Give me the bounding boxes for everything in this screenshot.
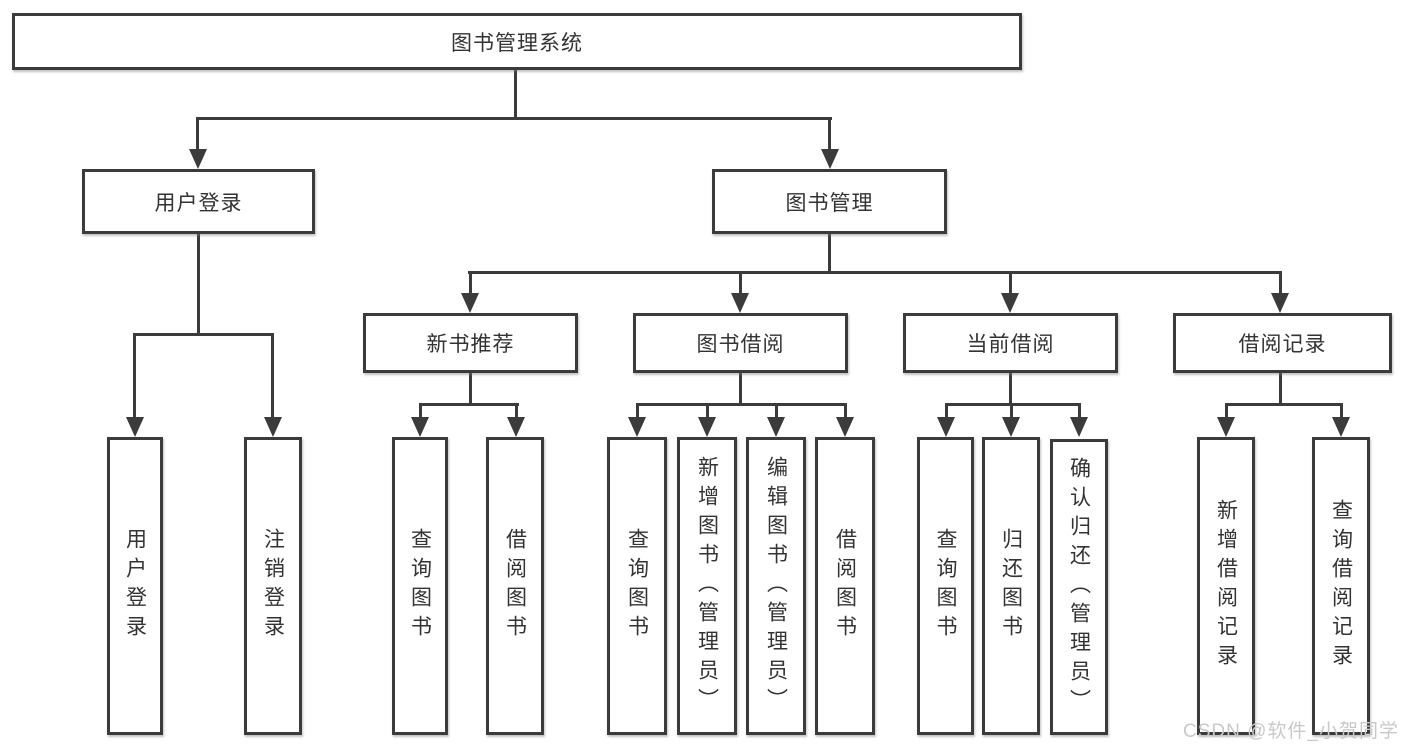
connector-drop-borrowing-records <box>1279 271 1282 297</box>
node-label: 当前借阅 <box>966 333 1055 356</box>
leaf-label: 新增图书（管理员） <box>695 455 719 717</box>
arrowhead-icon <box>821 149 839 169</box>
leaf-edit-book-admin: 编辑图书（管理员） <box>746 437 806 735</box>
arrowhead-icon <box>1271 293 1289 313</box>
leaf-label: 新增借阅记录 <box>1214 499 1238 673</box>
leaf-label: 确认归还（管理员） <box>1067 456 1091 718</box>
connector-user-login-trunk <box>197 234 200 335</box>
arrowhead-icon <box>698 417 716 437</box>
node-book-management: 图书管理 <box>712 169 947 234</box>
arrowhead-icon <box>937 417 955 437</box>
leaf-label: 用户登录 <box>123 528 147 644</box>
connector-root-split-bar <box>196 117 832 120</box>
leaf-borrow-books-recommend: 借阅图书 <box>486 437 544 735</box>
connector-drop-leaf <box>775 403 778 419</box>
leaf-query-books-current: 查询图书 <box>917 437 974 735</box>
arrowhead-icon <box>1217 417 1235 437</box>
node-book-borrowing: 图书借阅 <box>633 313 848 373</box>
leaf-add-book-admin: 新增图书（管理员） <box>677 437 737 735</box>
connector-drop-new-book-recommend <box>469 271 472 297</box>
leaf-query-books-recommend: 查询图书 <box>392 437 448 735</box>
arrowhead-icon <box>264 417 282 437</box>
node-label: 图书管理系统 <box>451 31 583 55</box>
connector-drop-current-borrowing <box>1009 271 1012 297</box>
connector-book-borrowing-trunk <box>739 373 742 406</box>
arrowhead-icon <box>411 417 429 437</box>
connector-new-book-split-bar <box>419 403 519 406</box>
leaf-label: 借阅图书 <box>503 528 527 644</box>
leaf-label: 编辑图书（管理员） <box>764 455 788 717</box>
leaf-return-book: 归还图书 <box>982 437 1040 735</box>
node-library-management-system: 图书管理系统 <box>12 13 1022 70</box>
connector-drop-leaf <box>1225 403 1228 419</box>
connector-new-book-trunk <box>469 373 472 406</box>
leaf-borrow-books-borrowing: 借阅图书 <box>815 437 875 735</box>
leaf-label: 查询图书 <box>934 528 957 644</box>
connector-root-trunk <box>514 70 517 120</box>
connector-book-management-trunk <box>828 234 831 274</box>
leaf-label: 注销登录 <box>261 528 285 644</box>
node-current-borrowing: 当前借阅 <box>903 313 1118 373</box>
arrowhead-icon <box>461 293 479 313</box>
connector-drop-leaf <box>1078 403 1081 419</box>
arrowhead-icon <box>731 293 749 313</box>
connector-drop-leaf-user-login <box>133 333 136 418</box>
leaf-add-borrow-record: 新增借阅记录 <box>1197 437 1255 735</box>
leaf-label: 查询图书 <box>408 528 432 644</box>
arrowhead-icon <box>1001 293 1019 313</box>
connector-current-borrowing-trunk <box>1009 373 1012 406</box>
connector-drop-leaf <box>844 403 847 419</box>
node-new-book-recommend: 新书推荐 <box>363 313 578 373</box>
arrowhead-icon <box>126 417 144 437</box>
connector-book-borrowing-split-bar <box>636 403 847 406</box>
connector-drop-leaf <box>1340 403 1343 419</box>
arrowhead-icon <box>628 417 646 437</box>
connector-drop-user-login <box>196 117 199 152</box>
node-borrowing-records: 借阅记录 <box>1173 313 1392 373</box>
arrowhead-icon <box>767 417 785 437</box>
connector-drop-leaf <box>706 403 709 419</box>
arrowhead-icon <box>1070 417 1088 437</box>
connector-drop-leaf-logout <box>271 333 274 418</box>
arrowhead-icon <box>1332 417 1350 437</box>
leaf-label: 查询借阅记录 <box>1329 499 1353 673</box>
node-label: 借阅记录 <box>1238 333 1327 356</box>
leaf-query-books-borrowing: 查询图书 <box>607 437 667 735</box>
node-label: 图书管理 <box>785 191 874 215</box>
leaf-user-login: 用户登录 <box>107 437 163 735</box>
connector-user-login-split-bar <box>133 333 274 336</box>
connector-book-management-split-bar <box>468 271 1282 274</box>
connector-drop-leaf <box>515 403 518 419</box>
node-label: 用户登录 <box>154 191 243 215</box>
connector-drop-book-borrowing <box>739 271 742 297</box>
connector-current-borrowing-split-bar <box>945 403 1081 406</box>
connector-drop-leaf <box>419 403 422 419</box>
node-user-login: 用户登录 <box>82 169 315 234</box>
node-label: 新书推荐 <box>426 333 515 356</box>
connector-drop-leaf <box>1010 403 1013 419</box>
arrowhead-icon <box>836 417 854 437</box>
arrowhead-icon <box>1002 417 1020 437</box>
connector-borrowing-records-split-bar <box>1225 403 1343 406</box>
arrowhead-icon <box>507 417 525 437</box>
node-label: 图书借阅 <box>696 333 785 356</box>
leaf-label: 归还图书 <box>999 528 1023 644</box>
csdn-watermark: CSDN @软件_小贺同学 <box>1183 721 1399 742</box>
leaf-logout: 注销登录 <box>244 437 302 735</box>
connector-drop-leaf <box>636 403 639 419</box>
leaf-label: 查询图书 <box>625 528 649 644</box>
leaf-confirm-return-admin: 确认归还（管理员） <box>1050 439 1108 735</box>
leaf-label: 借阅图书 <box>833 528 857 644</box>
leaf-query-borrow-record: 查询借阅记录 <box>1312 437 1370 735</box>
connector-drop-leaf <box>945 403 948 419</box>
arrowhead-icon <box>189 149 207 169</box>
connector-drop-book-management <box>828 117 831 152</box>
connector-borrowing-records-trunk <box>1279 373 1282 406</box>
